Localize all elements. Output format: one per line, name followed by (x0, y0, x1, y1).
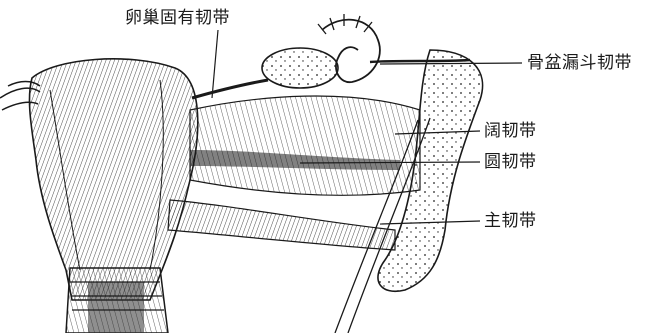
cardinal-ligament-label: 主韧带 (484, 211, 537, 231)
ovarian-ligament (192, 80, 268, 98)
ovarian-ligament-leader (212, 30, 218, 98)
broad-ligament (190, 96, 420, 195)
infundibulopelvic-ligament-label: 骨盆漏斗韧带 (527, 53, 632, 73)
infundibulopelvic-leader (380, 63, 522, 64)
ovarian-ligament-label: 卵巢固有韧带 (125, 8, 230, 28)
cardinal-ligament (168, 200, 395, 250)
round-ligament-label: 圆韧带 (484, 152, 537, 172)
uterine-body (29, 59, 197, 300)
broad-ligament-label: 阔韧带 (484, 121, 537, 141)
ovary (262, 48, 338, 88)
